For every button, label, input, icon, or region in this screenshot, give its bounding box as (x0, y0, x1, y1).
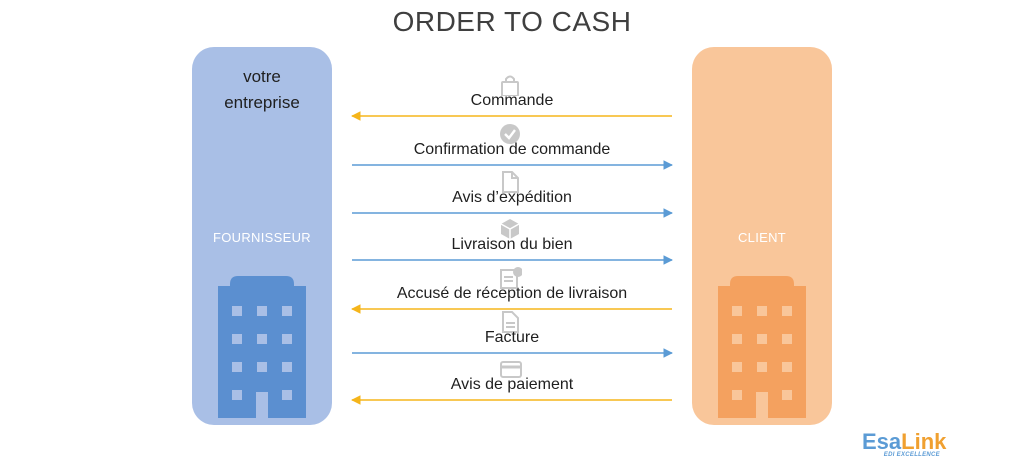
flow-label: Confirmation de commande (413, 141, 611, 158)
flow-label: Avis de paiement (450, 376, 574, 393)
logo-part-link: Link (901, 429, 947, 454)
flow-label: Commande (470, 92, 554, 109)
flow-label: Avis d’expédition (452, 189, 572, 206)
supplier-company-label: votre entreprise (192, 64, 332, 116)
credit-card-icon (500, 361, 522, 378)
supplier-role-label: FOURNISSEUR (213, 230, 311, 245)
logo-part-esa: Esa (862, 429, 902, 454)
invoice-document-icon (502, 311, 519, 333)
logo-tagline: EDI EXCELLENCE (883, 452, 940, 458)
customer-building-icon (718, 276, 806, 418)
customer-role-label: CLIENT (737, 230, 787, 245)
document-icon (502, 171, 519, 193)
flow-label: Facture (484, 329, 540, 346)
logo-wordmark: EsaLink (862, 430, 952, 454)
supplier-company-line1: votre (243, 67, 281, 86)
esalink-logo: EsaLink EDI EXCELLENCE (862, 430, 952, 459)
flow-label: Livraison du bien (451, 236, 573, 253)
receipt-check-icon (500, 267, 522, 289)
supplier-company-line2: entreprise (224, 93, 300, 112)
diagram-title: ORDER TO CASH (392, 6, 632, 37)
checkmark-circle-icon (500, 124, 520, 144)
flow-label: Accusé de réception de livraison (396, 285, 628, 302)
shopping-bag-icon (501, 75, 519, 96)
package-box-icon (500, 219, 520, 239)
supplier-building-icon (218, 276, 306, 418)
